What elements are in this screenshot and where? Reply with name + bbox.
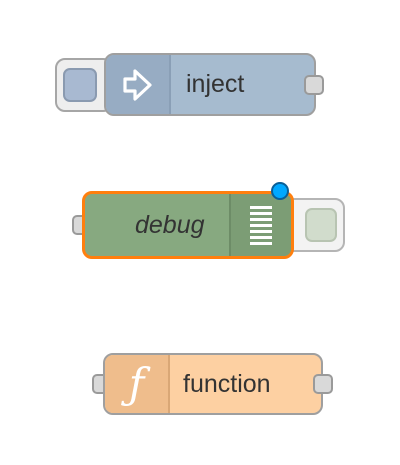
inject-trigger-button[interactable] — [55, 58, 113, 112]
function-node[interactable]: ƒ function — [103, 353, 323, 415]
inject-output-port[interactable] — [304, 75, 324, 95]
node-changed-indicator — [271, 182, 289, 200]
function-node-label: function — [183, 369, 271, 398]
inject-trigger-button-face — [63, 68, 97, 102]
inject-node[interactable]: inject — [104, 53, 316, 116]
debug-node[interactable]: debug — [82, 191, 294, 259]
inject-node-label: inject — [186, 70, 245, 98]
debug-node-label: debug — [135, 210, 205, 239]
function-icon-glyph: ƒ — [128, 359, 145, 408]
debug-toggle-button-face — [305, 208, 337, 242]
function-output-port[interactable] — [313, 374, 333, 394]
arrow-in-icon — [106, 55, 171, 114]
function-icon: ƒ — [105, 355, 170, 413]
debug-list-icon — [229, 194, 291, 256]
